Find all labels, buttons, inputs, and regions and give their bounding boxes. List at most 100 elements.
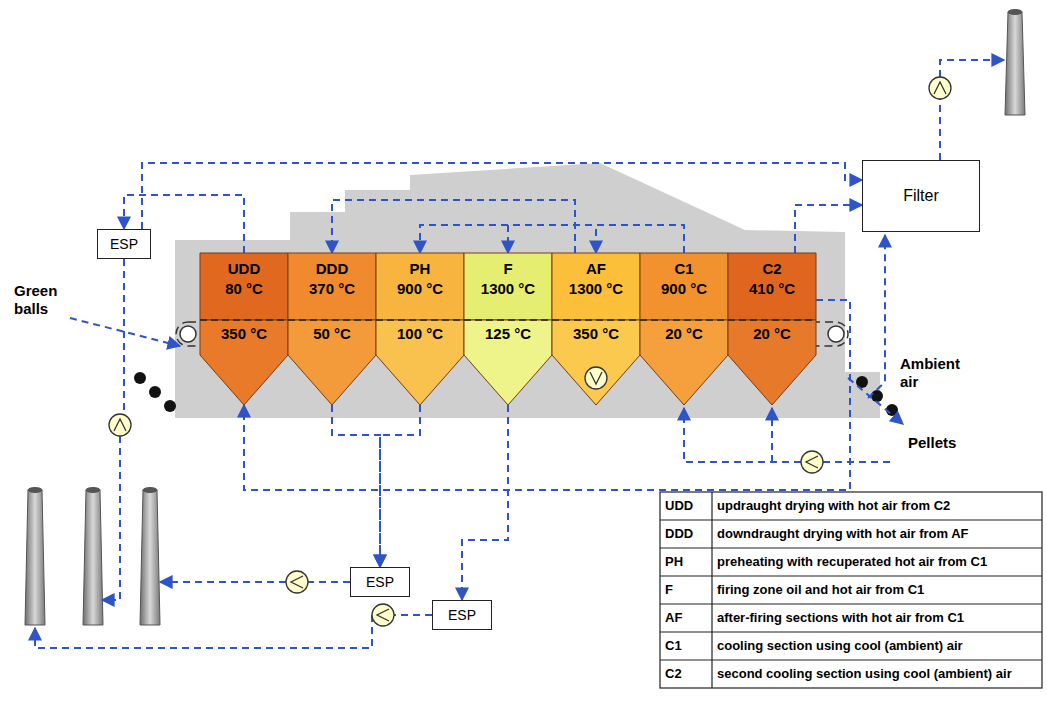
zone-hopper bbox=[200, 320, 288, 405]
stacks-part bbox=[86, 488, 100, 493]
gas-flow-arrow bbox=[420, 225, 684, 253]
pellet-balls-part bbox=[134, 372, 146, 384]
zone-name: C1 bbox=[674, 259, 693, 279]
gas-flow-arrow bbox=[332, 200, 575, 253]
furnace-zone: F1300 °C 125 °C bbox=[464, 253, 552, 405]
legend-table-part bbox=[660, 492, 1042, 688]
gas-flow-arrow bbox=[142, 163, 862, 229]
fans-part bbox=[114, 419, 126, 431]
conveyor-part bbox=[180, 326, 196, 342]
bed-line bbox=[464, 319, 552, 321]
zone-temperature: 20 °C bbox=[665, 324, 703, 344]
zone-upper bbox=[464, 253, 552, 320]
table-description: cooling section using cool (ambient) air bbox=[717, 637, 963, 655]
table-description: updraught drying with hot air from C2 bbox=[717, 497, 950, 515]
table-abbreviation: C1 bbox=[665, 637, 682, 655]
zone-temperature: 900 °C bbox=[397, 279, 443, 299]
table-abbreviation: F bbox=[665, 581, 673, 599]
table-description: preheating with recuperated hot air from… bbox=[717, 553, 987, 571]
zone-temperature: 125 °C bbox=[485, 324, 531, 344]
equipment-box: ESP bbox=[432, 600, 492, 630]
box-label: ESP bbox=[448, 607, 476, 623]
zone-temperature: 80 °C bbox=[225, 279, 263, 299]
fans-part bbox=[934, 82, 946, 94]
zone-hopper bbox=[288, 320, 376, 405]
zone-temperature: 410 °C bbox=[749, 279, 795, 299]
gas-ducts-part bbox=[308, 581, 350, 583]
zone-upper bbox=[288, 253, 376, 320]
zone-temperature: 370 °C bbox=[309, 279, 355, 299]
furnace-zone: DDD370 °C50 °C bbox=[288, 253, 376, 405]
zone-upper bbox=[728, 253, 816, 320]
legend-table-part bbox=[660, 659, 1042, 660]
zone-name: UDD bbox=[228, 259, 261, 279]
zone-name: PH bbox=[410, 259, 431, 279]
zone-hopper bbox=[376, 320, 464, 405]
stacks-part bbox=[1008, 10, 1022, 15]
gas-ducts-part bbox=[70, 318, 180, 346]
legend-table bbox=[660, 492, 1042, 688]
zone-hopper bbox=[640, 320, 728, 405]
flow-label: Green balls bbox=[14, 282, 74, 318]
zone-hopper bbox=[728, 320, 816, 405]
stacks-part bbox=[28, 488, 42, 493]
legend-table-part bbox=[660, 575, 1042, 576]
table-abbreviation: AF bbox=[665, 609, 682, 627]
bed-line bbox=[288, 319, 376, 321]
gas-flow-arrow bbox=[795, 205, 862, 253]
furnace-zone: PH900 °C100 °C bbox=[376, 253, 464, 405]
furnace-zone: AF1300 °C350 °C bbox=[552, 253, 640, 405]
legend-table-part bbox=[711, 492, 712, 688]
legend-table-part bbox=[660, 603, 1042, 604]
stacks-part bbox=[140, 490, 160, 625]
zone-name: F bbox=[503, 259, 512, 279]
table-description: after-firing sections with hot air from … bbox=[717, 609, 964, 627]
box-label: ESP bbox=[366, 574, 394, 590]
zone-hopper bbox=[552, 320, 640, 405]
zone-upper bbox=[200, 253, 288, 320]
table-description: firing zone oil and hot air from C1 bbox=[717, 581, 924, 599]
gas-ducts-part bbox=[823, 461, 890, 463]
table-description: second cooling section using cool (ambie… bbox=[717, 665, 1012, 683]
gas-flow-arrow bbox=[596, 225, 684, 253]
machine-housing-part bbox=[175, 163, 845, 405]
stacks-part bbox=[1005, 12, 1025, 115]
zone-upper bbox=[376, 253, 464, 320]
zone-temperature: 350 °C bbox=[221, 324, 267, 344]
zone-temperature: 1300 °C bbox=[569, 279, 623, 299]
stacks-part bbox=[143, 488, 157, 493]
box-label: Filter bbox=[903, 187, 939, 205]
stacks-part bbox=[25, 490, 45, 625]
gas-ducts-part bbox=[123, 259, 125, 414]
equipment-box: ESP bbox=[97, 229, 151, 259]
gas-ducts bbox=[35, 60, 1004, 648]
gas-flow-arrow bbox=[508, 225, 684, 253]
fans-part bbox=[372, 604, 394, 626]
zone-name: AF bbox=[586, 259, 606, 279]
gas-ducts-part bbox=[939, 99, 941, 160]
table-abbreviation: C2 bbox=[665, 665, 682, 683]
fans-part bbox=[377, 609, 389, 621]
pellet-balls-part bbox=[164, 400, 176, 412]
gas-ducts-part bbox=[102, 436, 120, 600]
legend-table-part bbox=[660, 547, 1042, 548]
equipment-box: ESP bbox=[350, 567, 410, 597]
fans-part bbox=[291, 576, 303, 588]
machine-housing bbox=[175, 163, 880, 418]
gas-flow-arrow bbox=[332, 405, 380, 567]
fans-part bbox=[801, 451, 823, 473]
furnace-zone: C1900 °C20 °C bbox=[640, 253, 728, 405]
fans-part bbox=[109, 414, 131, 436]
legend-table-part bbox=[660, 631, 1042, 632]
pellet-balls-part bbox=[149, 386, 161, 398]
legend-table-part bbox=[660, 519, 1042, 520]
gas-ducts-part bbox=[868, 235, 885, 398]
box-label: ESP bbox=[110, 236, 138, 252]
zone-temperature: 1300 °C bbox=[481, 279, 535, 299]
gas-ducts-part bbox=[160, 581, 286, 583]
bed-line bbox=[640, 319, 728, 321]
fans-part bbox=[286, 571, 308, 593]
bed-line bbox=[200, 319, 288, 321]
table-abbreviation: UDD bbox=[665, 497, 693, 515]
conveyor-part bbox=[828, 326, 844, 342]
